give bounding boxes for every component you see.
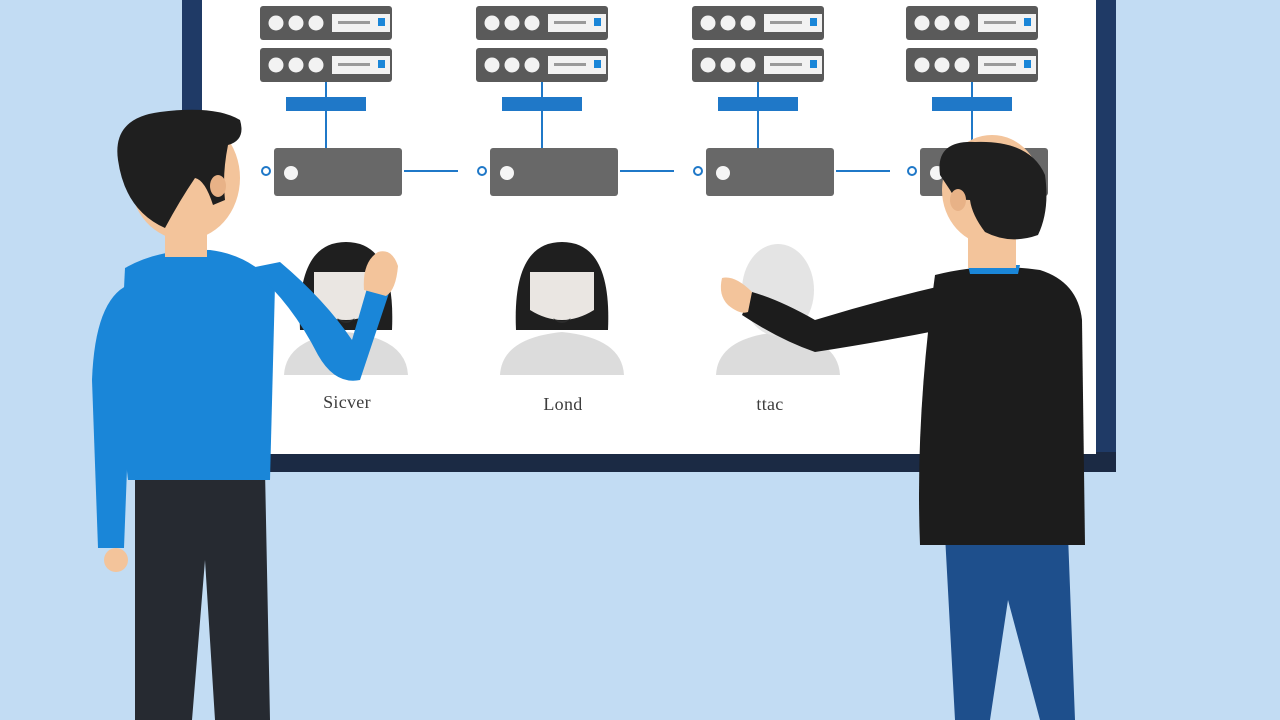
server-unit-body	[490, 148, 618, 196]
server-rack-icon	[692, 48, 824, 82]
server-rack-icon	[260, 48, 392, 82]
diagram-column-1	[260, 6, 458, 375]
switch-bar-icon	[718, 97, 798, 111]
rack-indicator	[914, 57, 930, 73]
switch-bar-icon	[932, 97, 1012, 111]
server-rack-icon	[906, 6, 1038, 40]
server-unit-led	[500, 166, 514, 180]
rack-indicator	[504, 57, 520, 73]
server-rack-icon	[260, 6, 392, 40]
caption-load: Lond	[543, 394, 583, 414]
user-avatar-icon	[500, 242, 624, 375]
rack-indicator	[524, 57, 540, 73]
rack-indicator	[954, 15, 970, 31]
person-left-torso	[122, 249, 275, 480]
server-rack-icon	[476, 6, 608, 40]
rack-display-line	[554, 63, 586, 66]
rack-display-line	[770, 63, 802, 66]
rack-indicator	[308, 15, 324, 31]
port-ring	[477, 166, 487, 176]
server-unit-icon	[693, 148, 834, 196]
rack-indicator	[934, 57, 950, 73]
rack-indicator	[484, 15, 500, 31]
rack-led	[1024, 18, 1031, 26]
avatar-face	[530, 272, 594, 320]
port-ring	[907, 166, 917, 176]
rack-display-line	[770, 21, 802, 24]
rack-led	[594, 60, 601, 68]
rack-display-line	[984, 63, 1016, 66]
rack-indicator	[954, 57, 970, 73]
server-unit-led	[284, 166, 298, 180]
person-right-hair	[939, 141, 1047, 240]
rack-indicator	[740, 15, 756, 31]
rack-led	[378, 60, 385, 68]
rack-indicator	[720, 15, 736, 31]
rack-led	[378, 18, 385, 26]
rack-indicator	[720, 57, 736, 73]
person-left-pants	[135, 470, 270, 720]
switch-bar-icon	[502, 97, 582, 111]
rack-indicator	[268, 15, 284, 31]
rack-display-line	[554, 21, 586, 24]
rack-indicator	[308, 57, 324, 73]
rack-led	[810, 18, 817, 26]
person-left-ear	[210, 175, 226, 197]
rack-indicator	[288, 15, 304, 31]
rack-display-line	[984, 21, 1016, 24]
server-unit-body	[274, 148, 402, 196]
server-unit-icon	[477, 148, 618, 196]
server-unit-icon	[261, 148, 402, 196]
server-unit-body	[706, 148, 834, 196]
avatar-shoulders	[500, 332, 624, 375]
person-right-arm-extended	[742, 285, 945, 352]
rack-display-line	[338, 63, 370, 66]
avatar-mouth	[337, 318, 355, 323]
rack-indicator	[524, 15, 540, 31]
network-diagram	[260, 6, 1048, 375]
rack-display-line	[338, 21, 370, 24]
rack-indicator	[484, 57, 500, 73]
person-left-hair	[117, 109, 242, 228]
person-left-arm-lowered	[92, 285, 130, 548]
person-right-pants	[945, 535, 1075, 720]
person-left	[92, 109, 398, 720]
rack-led	[1024, 60, 1031, 68]
diagram-column-2	[476, 6, 674, 375]
rack-indicator	[700, 15, 716, 31]
person-right-hand	[720, 277, 752, 313]
rack-indicator	[700, 57, 716, 73]
rack-indicator	[268, 57, 284, 73]
server-rack-icon	[692, 6, 824, 40]
port-ring	[693, 166, 703, 176]
server-unit-led	[716, 166, 730, 180]
rack-indicator	[914, 15, 930, 31]
rack-indicator	[504, 15, 520, 31]
rack-led	[810, 60, 817, 68]
person-right-ear	[950, 189, 966, 211]
person-right	[720, 135, 1085, 720]
caption-track: ttac	[756, 394, 784, 414]
person-left-hand-lowered	[104, 548, 128, 572]
person-left-arm-raised	[250, 262, 390, 381]
server-rack-icon	[476, 48, 608, 82]
board-frame-bottom	[182, 452, 1116, 472]
port-ring	[261, 166, 271, 176]
rack-indicator	[740, 57, 756, 73]
rack-indicator	[288, 57, 304, 73]
caption-server: Sicver	[323, 392, 371, 412]
server-rack-icon	[906, 48, 1038, 82]
rack-led	[594, 18, 601, 26]
rack-indicator	[934, 15, 950, 31]
switch-bar-icon	[286, 97, 366, 111]
avatar-mouth	[553, 318, 571, 323]
person-left-hand-raised	[363, 251, 398, 296]
person-right-torso	[919, 266, 1085, 545]
